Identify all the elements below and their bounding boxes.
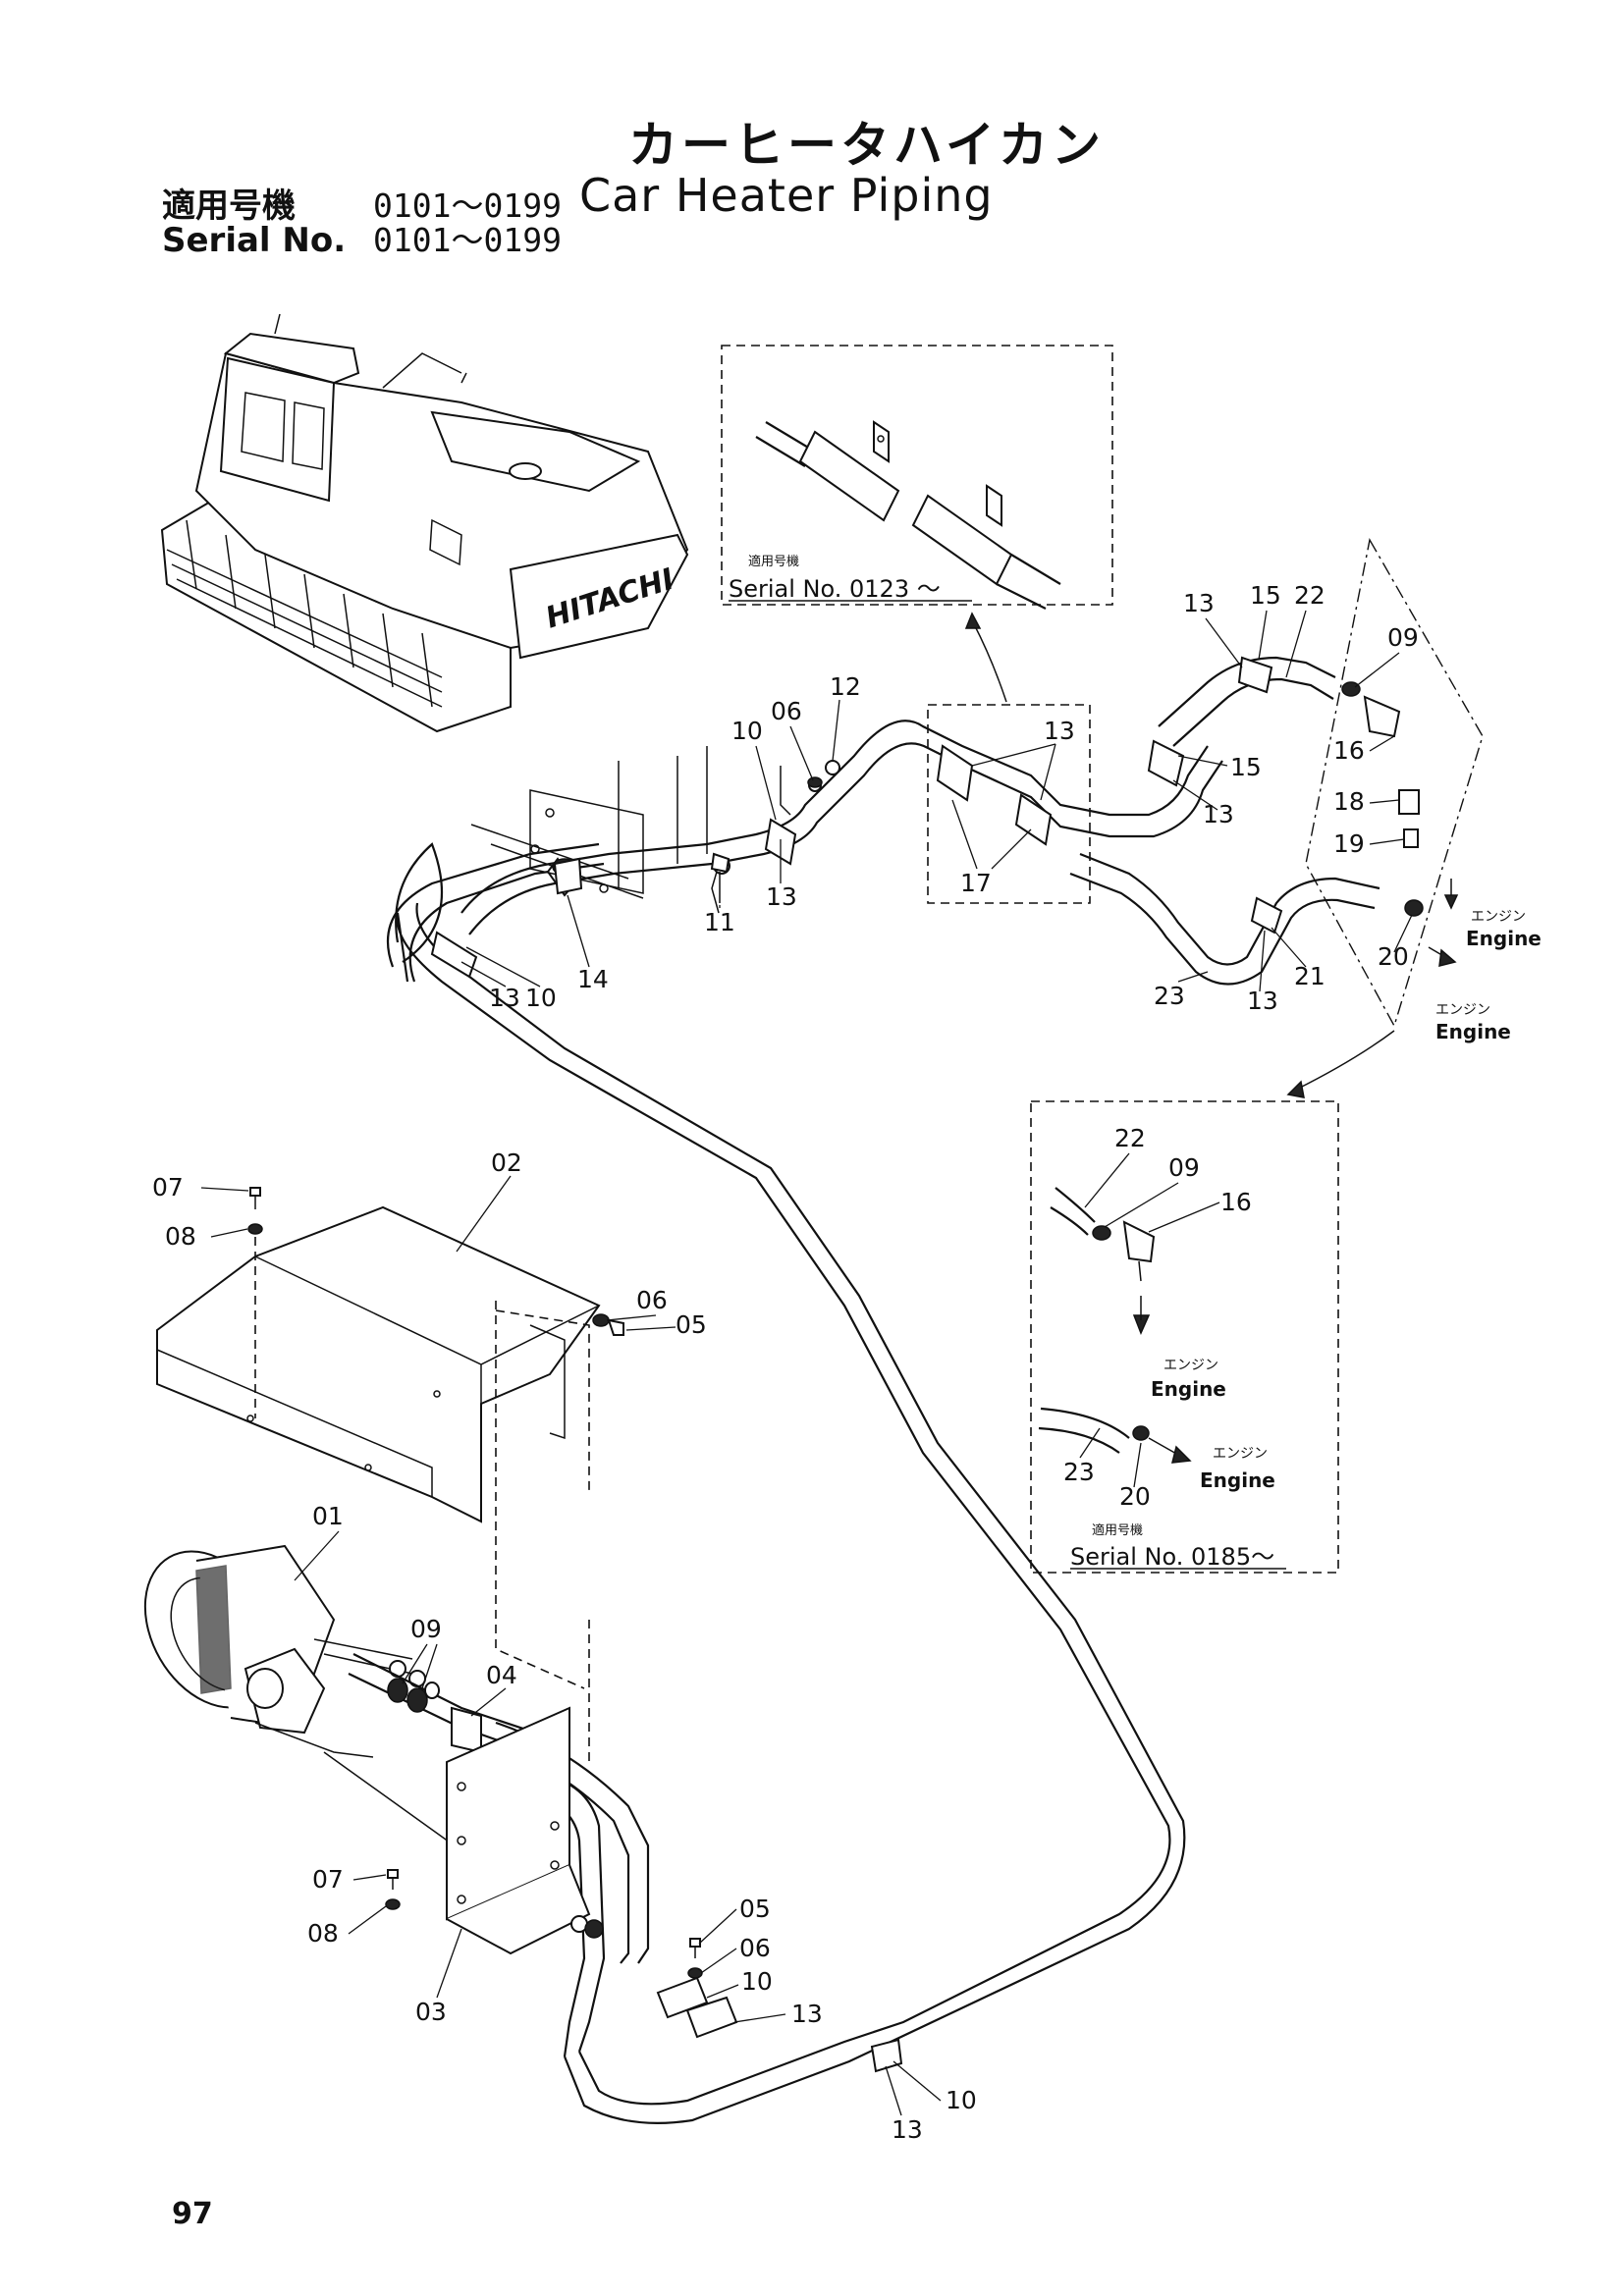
part-label-13d: 13 <box>766 882 797 911</box>
part-label-13b: 13 <box>892 2115 923 2144</box>
part-label-22a: 22 <box>1294 581 1325 610</box>
inset-top-serial-label-jp: 適用号機 <box>748 554 799 569</box>
part-label-06c: 06 <box>771 697 802 725</box>
part-label-15b: 15 <box>1230 753 1262 781</box>
inset-bottom-engine-en-1: Engine <box>1151 1377 1226 1401</box>
serial-range-en: 0101～0199 <box>373 221 562 259</box>
serial-range-jp: 0101～0199 <box>373 187 562 225</box>
part-label-08b: 08 <box>307 1919 339 1948</box>
part-label-16a: 16 <box>1333 736 1365 765</box>
fasteners <box>247 776 823 1979</box>
part-label-09: 09 <box>410 1615 442 1643</box>
inset-bottom-engine-jp-2: エンジン <box>1213 1446 1268 1462</box>
part-label-14: 14 <box>577 965 609 993</box>
inset-bottom-engine-en-2: Engine <box>1200 1468 1275 1492</box>
part-label-23b: 23 <box>1063 1458 1095 1486</box>
part-label-07: 07 <box>152 1173 184 1201</box>
part-label-13g: 13 <box>1203 800 1234 828</box>
part-label-10b: 10 <box>946 2086 977 2114</box>
clamp-detail-box <box>927 704 1091 904</box>
part-label-09c: 09 <box>1168 1153 1200 1182</box>
part-label-10a: 10 <box>741 1967 773 1996</box>
part-label-20b: 20 <box>1119 1482 1151 1511</box>
part-label-10d: 10 <box>731 717 763 745</box>
leader-lines <box>200 610 1413 2116</box>
part-label-12: 12 <box>830 672 861 701</box>
engine-label-jp-1: エンジン <box>1471 909 1526 925</box>
page-title-jp: カーヒータハイカン <box>628 117 1105 174</box>
part-label-17: 17 <box>960 869 992 897</box>
excavator-illustration: HITACHI <box>160 313 689 733</box>
inset-bottom: エンジン Engine エンジン Engine 適用号機 Serial No. … <box>1030 1100 1339 1574</box>
part-label-02: 02 <box>491 1148 522 1177</box>
part-number-labels: 07 08 02 06 05 01 09 04 07 08 03 05 06 1… <box>152 581 1419 2144</box>
part-label-13a: 13 <box>791 2000 823 2028</box>
part-label-01: 01 <box>312 1502 344 1530</box>
heater-unit <box>143 1544 551 1915</box>
part-label-16b: 16 <box>1220 1188 1252 1216</box>
page-number: 97 <box>172 2197 213 2231</box>
part-label-13h: 13 <box>1247 987 1278 1015</box>
serial-row-jp: 適用号機 0101～0199 <box>162 179 562 227</box>
inset-bottom-serial-text: Serial No. 0185～ <box>1070 1543 1274 1571</box>
part-label-15a: 15 <box>1250 581 1281 610</box>
part-label-10c: 10 <box>525 984 557 1012</box>
heater-cover <box>156 1205 601 1523</box>
part-label-23a: 23 <box>1154 982 1185 1010</box>
part-label-06: 06 <box>636 1286 668 1314</box>
part-label-18: 18 <box>1333 787 1365 816</box>
part-label-09b: 09 <box>1387 623 1419 652</box>
engine-label-jp-2: エンジン <box>1435 1002 1490 1018</box>
mounting-bracket <box>446 1706 604 1955</box>
engine-fittings <box>1341 681 1459 967</box>
engine-label-en-2: Engine <box>1435 1020 1511 1043</box>
engine-connection-zone <box>1305 538 1484 1028</box>
part-label-22b: 22 <box>1114 1124 1146 1152</box>
part-label-13e: 13 <box>1044 717 1075 745</box>
part-label-13f: 13 <box>1183 589 1215 617</box>
serial-row-en: Serial No. 0101～0199 <box>162 214 562 261</box>
inset-bottom-engine-jp-1: エンジン <box>1163 1358 1218 1373</box>
part-label-19: 19 <box>1333 829 1365 858</box>
part-label-07b: 07 <box>312 1865 344 1894</box>
engine-label-en-1: Engine <box>1466 927 1542 950</box>
part-label-21: 21 <box>1294 962 1325 990</box>
part-label-04: 04 <box>486 1661 517 1689</box>
part-label-13c: 13 <box>489 984 520 1012</box>
part-label-03: 03 <box>415 1998 447 2026</box>
inset-top-serial-text: Serial No. 0123 ～ <box>729 575 941 603</box>
part-label-20a: 20 <box>1378 942 1409 971</box>
part-label-11: 11 <box>704 908 735 936</box>
page-title-en: Car Heater Piping <box>579 169 994 222</box>
serial-label-jp: 適用号機 <box>162 187 296 226</box>
serial-label-en: Serial No. <box>162 221 347 260</box>
part-label-05: 05 <box>676 1310 707 1339</box>
part-label-06b: 06 <box>739 1934 771 1962</box>
inset-bottom-serial-label-jp: 適用号機 <box>1092 1522 1143 1538</box>
inset-top: 適用号機 Serial No. 0123 ～ <box>721 345 1113 610</box>
part-label-05b: 05 <box>739 1895 771 1923</box>
part-label-08: 08 <box>165 1222 196 1251</box>
